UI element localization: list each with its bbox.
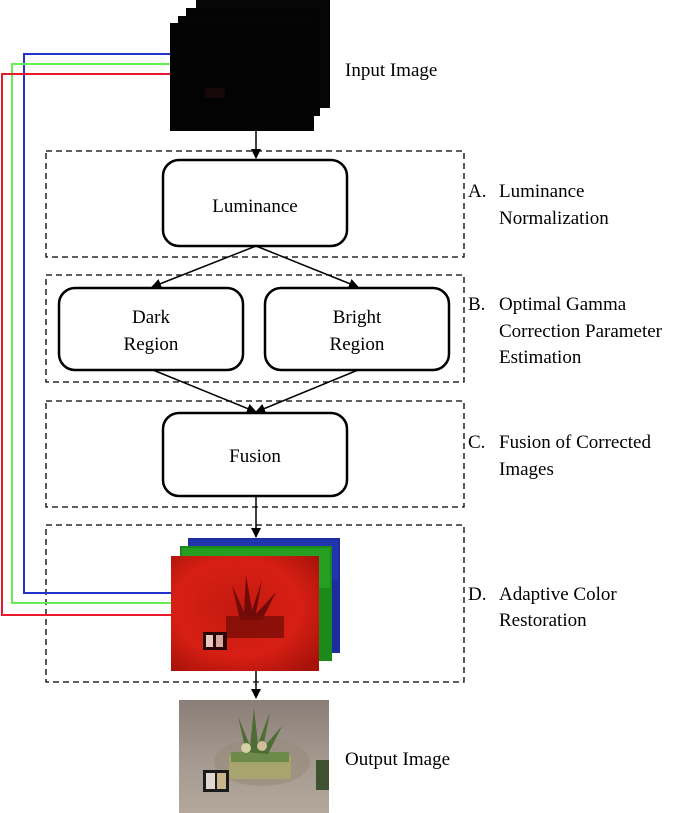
stage-a-line2: Normalization: [499, 208, 609, 229]
arrow-luminance-to-bright: [255, 245, 359, 289]
arrow-luminance-to-dark: [151, 245, 257, 289]
dark-region-box: [57, 286, 245, 372]
stage-b-line3: Estimation: [499, 347, 582, 368]
stage-c-letter: C.: [468, 432, 485, 453]
fusion-box: [161, 411, 349, 498]
stage-c-line1: Fusion of Corrected: [499, 432, 651, 453]
input-image-label: Input Image: [345, 60, 437, 81]
bright-region-label-line2: Region: [330, 334, 385, 355]
output-image: [179, 700, 329, 813]
stage-c-container: [45, 400, 465, 508]
luminance-box-label: Luminance: [212, 196, 297, 217]
stage-d-line2: Restoration: [499, 610, 587, 631]
stage-b-line2: Correction Parameter: [499, 321, 663, 342]
color-channel-stack: [171, 538, 340, 671]
fusion-box-label: Fusion: [229, 446, 281, 467]
bright-region-label-line1: Bright: [333, 307, 382, 328]
stage-d-letter: D.: [468, 584, 486, 605]
stage-b-letter: B.: [468, 294, 485, 315]
stage-c-line2: Images: [499, 459, 554, 480]
green-channel-line: [11, 63, 173, 604]
arrow-bright-to-fusion: [255, 369, 359, 414]
luminance-box: [161, 158, 349, 248]
stage-b-container: [45, 274, 465, 383]
stage-a-line1: Luminance: [499, 181, 584, 202]
stage-b-line1: Optimal Gamma: [499, 294, 627, 315]
stage-a-container: [45, 150, 465, 258]
red-channel-line: [1, 73, 173, 616]
input-image-stack: [170, 0, 330, 131]
arrow-dark-to-fusion: [152, 369, 257, 414]
dark-region-label-line1: Dark: [132, 307, 170, 328]
dark-region-label-line2: Region: [124, 334, 179, 355]
output-image-label: Output Image: [345, 749, 450, 770]
stage-d-line1: Adaptive Color: [499, 584, 617, 605]
blue-channel-line: [23, 53, 173, 594]
stage-a-letter: A.: [468, 181, 486, 202]
bright-region-box: [263, 286, 451, 372]
